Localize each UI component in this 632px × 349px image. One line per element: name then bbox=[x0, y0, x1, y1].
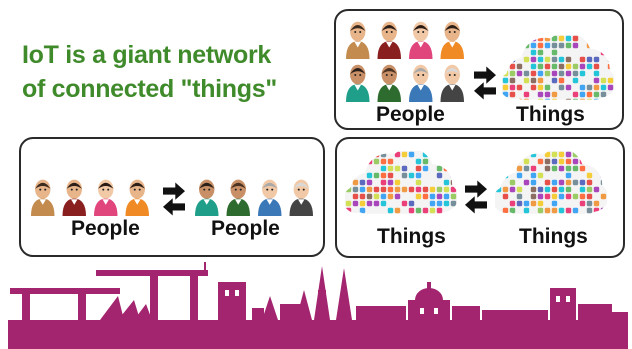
exchange-arrows-icon bbox=[463, 179, 489, 215]
person-icon bbox=[377, 21, 401, 59]
things-label-right: Things bbox=[519, 225, 588, 248]
app-cloud-icon bbox=[502, 35, 614, 103]
title-line-1: IoT is a giant network bbox=[22, 41, 271, 69]
people-label: People bbox=[376, 103, 445, 126]
person-icon bbox=[195, 179, 219, 216]
people-group-right bbox=[191, 175, 317, 217]
people-group bbox=[342, 17, 468, 103]
people-label-right: People bbox=[211, 217, 280, 240]
app-cloud-icon bbox=[345, 151, 457, 217]
person-icon bbox=[409, 64, 433, 102]
city-skyline bbox=[8, 262, 628, 349]
person-icon bbox=[440, 21, 464, 59]
panel-people-people: People People bbox=[19, 137, 325, 257]
person-icon bbox=[258, 179, 282, 216]
person-icon bbox=[346, 64, 370, 102]
app-cloud-icon bbox=[495, 151, 607, 217]
things-label-left: Things bbox=[377, 225, 446, 248]
exchange-arrows-icon bbox=[472, 65, 498, 101]
title-line-2: of connected "things" bbox=[22, 75, 277, 103]
people-group-left bbox=[27, 175, 153, 217]
title: IoT is a giant network of connected "thi… bbox=[22, 38, 322, 106]
panel-things-things: Things Things bbox=[335, 137, 625, 258]
panel-people-things: People Things bbox=[334, 9, 624, 130]
things-label: Things bbox=[516, 103, 585, 126]
people-label-left: People bbox=[71, 217, 140, 240]
person-icon bbox=[62, 179, 86, 216]
person-icon bbox=[94, 179, 118, 216]
person-icon bbox=[125, 179, 149, 216]
person-icon bbox=[289, 179, 313, 216]
person-icon bbox=[377, 64, 401, 102]
person-icon bbox=[440, 64, 464, 102]
person-icon bbox=[31, 179, 55, 216]
exchange-arrows-icon bbox=[161, 181, 187, 217]
person-icon bbox=[226, 179, 250, 216]
person-icon bbox=[346, 21, 370, 59]
person-icon bbox=[409, 21, 433, 59]
